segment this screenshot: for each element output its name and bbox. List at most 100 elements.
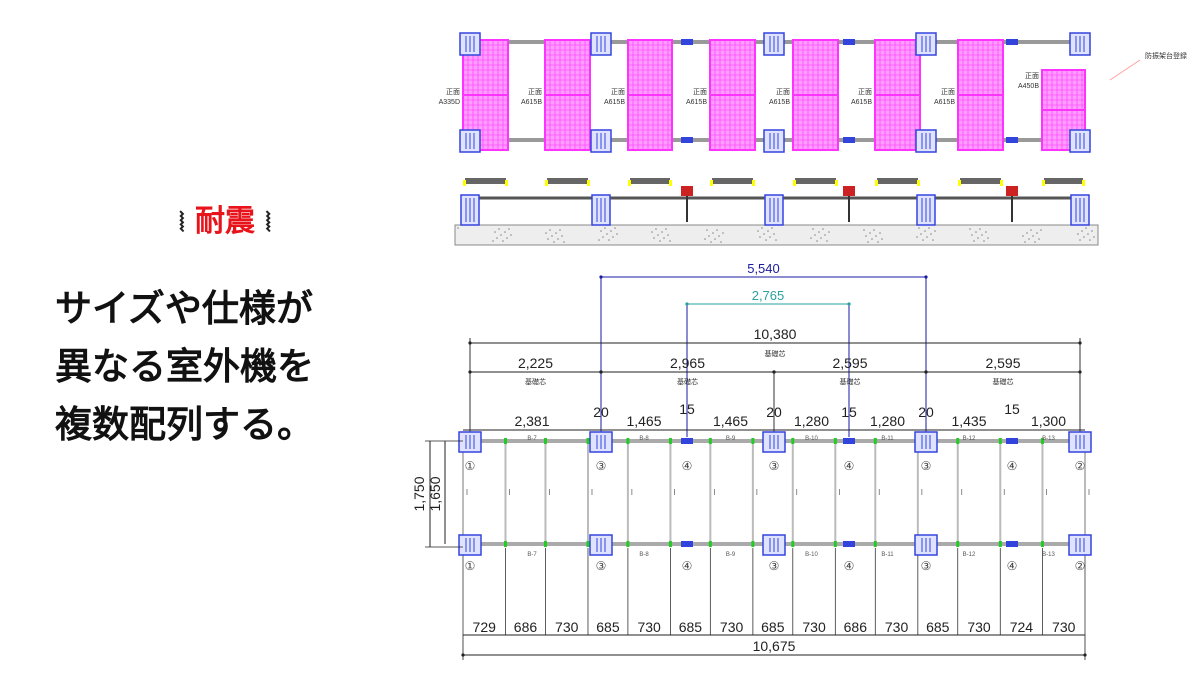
damper: [843, 186, 855, 196]
foundation-texture: [918, 227, 920, 229]
beam-span-label: 1,435: [951, 413, 986, 429]
unit-face-label: 正面: [446, 88, 460, 96]
clamp: [835, 180, 838, 186]
bottom-span-label: 730: [802, 619, 826, 635]
post-offset-label: 15: [1004, 401, 1020, 417]
beam-label: B-8: [639, 552, 649, 558]
joint: [668, 438, 672, 444]
unit-face-label: 正面: [611, 88, 625, 96]
beam-label: B-10: [805, 436, 818, 442]
section-mark: I: [1088, 488, 1090, 497]
kiso-span-label: 2,965: [670, 355, 705, 371]
foundation-texture: [1085, 227, 1087, 229]
post-mark: ③: [921, 559, 932, 573]
clamp: [669, 180, 672, 186]
beam-span-label: 1,280: [870, 413, 905, 429]
foundation-texture: [1030, 229, 1032, 231]
section-mark: I: [796, 488, 798, 497]
foundation-texture: [1077, 233, 1079, 235]
unit-base: [712, 178, 753, 184]
foundation-texture: [498, 228, 500, 230]
section-mark: I: [838, 488, 840, 497]
beam-span-label: 1,465: [713, 413, 748, 429]
foundation-texture: [979, 228, 981, 230]
foundation-texture: [922, 239, 924, 241]
foundation-texture: [669, 240, 671, 242]
foundation-texture: [932, 239, 934, 241]
foundation-texture: [598, 239, 600, 241]
bottom-span-label: 685: [679, 619, 703, 635]
foundation-texture: [977, 237, 979, 239]
joint: [833, 438, 837, 444]
foundation-texture: [775, 239, 777, 241]
foundation-texture: [930, 233, 932, 235]
joint: [873, 438, 877, 444]
beam-label: B-12: [963, 436, 976, 442]
foundation-texture: [1040, 229, 1042, 231]
post-mark: ③: [596, 559, 607, 573]
clamp: [545, 180, 548, 186]
bottom-span-label: 686: [514, 619, 538, 635]
foundation-texture: [502, 240, 504, 242]
dim-dot: [599, 370, 603, 374]
foundation-texture: [826, 240, 828, 242]
kiso-span-label: 2,595: [985, 355, 1020, 371]
foundation-texture: [916, 236, 918, 238]
foundation-texture: [983, 240, 985, 242]
foundation-texture: [506, 237, 508, 239]
leader-line: [1109, 59, 1141, 81]
foundation-texture: [771, 227, 773, 229]
foundation-texture: [875, 235, 877, 237]
foundation-texture: [812, 228, 814, 230]
dim-dot: [468, 341, 472, 345]
foundation-texture: [881, 238, 883, 240]
joint: [626, 541, 630, 547]
beam-span-label: 1,280: [794, 413, 829, 429]
bottom-span-label: 685: [761, 619, 785, 635]
unit-model-label: A615B: [934, 99, 955, 106]
foundation-texture: [810, 237, 812, 239]
clamp: [1000, 180, 1003, 186]
foundation-texture: [559, 229, 561, 231]
foundation-texture: [934, 230, 936, 232]
post-mark: ④: [844, 559, 855, 573]
dim-dot: [468, 370, 472, 374]
foundation-texture: [926, 236, 928, 238]
span-label: 2,765: [752, 288, 785, 303]
beam-span-label: 1,300: [1031, 413, 1066, 429]
bottom-span-label: 730: [637, 619, 661, 635]
section-mark: I: [921, 488, 923, 497]
unit-face-label: 正面: [776, 88, 790, 96]
foundation-texture: [820, 237, 822, 239]
joint: [503, 438, 507, 444]
foundation-texture: [928, 227, 930, 229]
kiso-span-label: 2,595: [832, 355, 867, 371]
joint: [791, 541, 795, 547]
kiso-label: 基礎芯: [677, 377, 698, 386]
section-mark: I: [756, 488, 758, 497]
foundation-texture: [969, 228, 971, 230]
height-label: 1,650: [427, 476, 443, 511]
unit-base: [465, 178, 506, 184]
foundation-texture: [600, 230, 602, 232]
damper: [1006, 186, 1018, 196]
clamp: [752, 180, 755, 186]
foundation-texture: [494, 231, 496, 233]
foundation-texture: [1087, 233, 1089, 235]
description-line: 異なる室外機を: [55, 345, 314, 388]
foundation-texture: [867, 241, 869, 243]
foundation-texture: [818, 231, 820, 233]
foundation-texture: [816, 240, 818, 242]
joint: [708, 541, 712, 547]
dim-dot: [1078, 341, 1082, 345]
total-label: 10,675: [753, 638, 796, 654]
clamp: [958, 180, 961, 186]
clamp: [710, 180, 713, 186]
beam-label: B-13: [1042, 436, 1055, 442]
small-post: [843, 541, 855, 547]
zigzag-right-icon: ⦚: [265, 208, 271, 238]
unit-model-label: A615B: [521, 99, 542, 106]
foundation-texture: [712, 232, 714, 234]
clamp: [505, 180, 508, 186]
joint: [751, 438, 755, 444]
